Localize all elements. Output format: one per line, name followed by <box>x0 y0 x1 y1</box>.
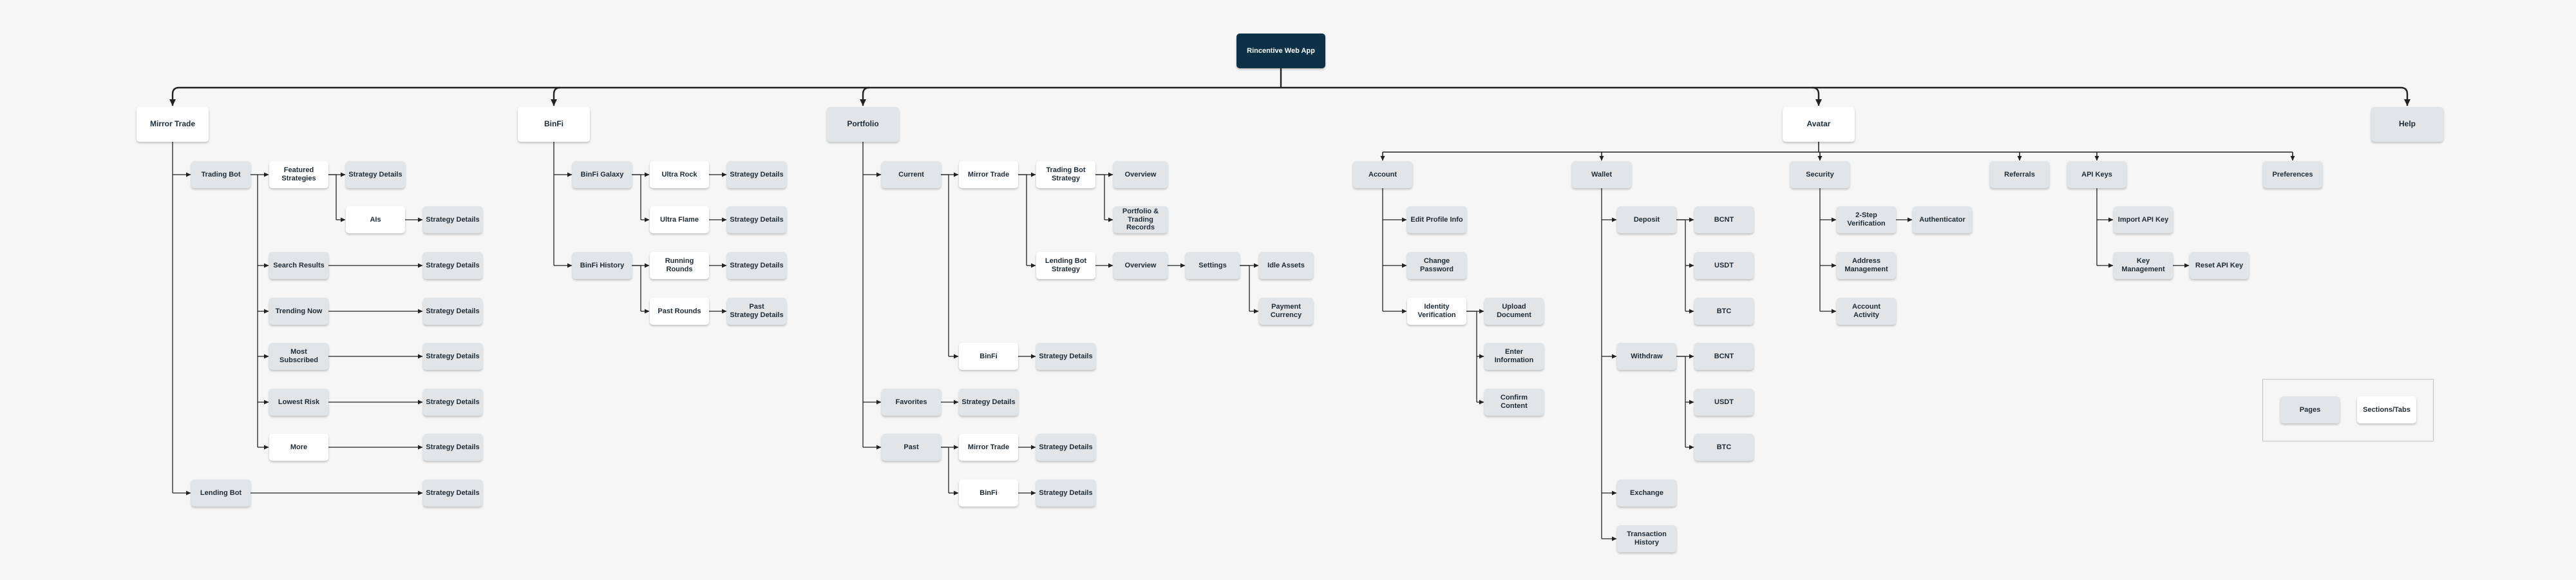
page-reset-api-key[interactable]: Reset API Key <box>2190 252 2249 279</box>
page-strategy-details-most-subscribed[interactable]: Strategy Details <box>423 343 482 370</box>
section-portfolio-mirror-trade[interactable]: Mirror Trade <box>959 161 1018 188</box>
page-authenticator[interactable]: Authenticator <box>1913 206 1972 233</box>
section-identity-verification[interactable]: Identity Verification <box>1407 298 1466 325</box>
page-help[interactable]: Help <box>2371 107 2443 142</box>
page-withdraw-btc[interactable]: BTC <box>1694 434 1754 461</box>
page-binfi-galaxy[interactable]: BinFi Galaxy <box>573 161 632 188</box>
section-featured-strategies[interactable]: Featured Strategies <box>269 161 328 188</box>
page-referrals[interactable]: Referrals <box>1990 161 2049 188</box>
page-confirm-content[interactable]: Confirm Content <box>1484 389 1544 416</box>
page-withdraw-usdt[interactable]: USDT <box>1694 389 1754 416</box>
page-change-password[interactable]: Change Password <box>1407 252 1466 279</box>
page-strategy-details-ultra-flame[interactable]: Strategy Details <box>727 206 786 233</box>
page-strategy-details-lending[interactable]: Strategy Details <box>423 479 482 507</box>
section-past-mirror-trade[interactable]: Mirror Trade <box>959 434 1018 461</box>
page-payment-currency[interactable]: Payment Currency <box>1259 298 1313 325</box>
page-past-strategy-details[interactable]: Past Strategy Details <box>727 298 786 325</box>
page-exchange[interactable]: Exchange <box>1617 479 1676 507</box>
section-ais[interactable]: AIs <box>346 206 405 233</box>
root-node[interactable]: Rincentive Web App <box>1236 34 1325 68</box>
section-mirror-trade[interactable]: Mirror Trade <box>137 107 209 142</box>
section-ultra-flame[interactable]: Ultra Flame <box>650 206 709 233</box>
legend-sections-tabs: Sections/Tabs <box>2357 396 2416 423</box>
page-key-management[interactable]: Key Management <box>2114 252 2173 279</box>
page-account[interactable]: Account <box>1353 161 1412 188</box>
legend-pages: Pages <box>2280 396 2340 423</box>
page-strategy-details-running[interactable]: Strategy Details <box>727 252 786 279</box>
page-strategy-details-past-mirror[interactable]: Strategy Details <box>1036 434 1095 461</box>
page-edit-profile-info[interactable]: Edit Profile Info <box>1407 206 1466 233</box>
page-upload-document[interactable]: Upload Document <box>1484 298 1544 325</box>
page-strategy-details-trending[interactable]: Strategy Details <box>423 298 482 325</box>
page-enter-information[interactable]: Enter Information <box>1484 343 1544 370</box>
page-strategy-details-portfolio-binfi[interactable]: Strategy Details <box>1036 343 1095 370</box>
page-past[interactable]: Past <box>882 434 941 461</box>
connector-5 <box>1812 86 1822 106</box>
page-strategy-details-past-binfi[interactable]: Strategy Details <box>1036 479 1095 507</box>
section-portfolio-binfi[interactable]: BinFi <box>959 343 1018 370</box>
page-strategy-details-featured[interactable]: Strategy Details <box>346 161 405 188</box>
page-deposit-usdt[interactable]: USDT <box>1694 252 1754 279</box>
page-strategy-details-more[interactable]: Strategy Details <box>423 434 482 461</box>
page-wallet[interactable]: Wallet <box>1572 161 1631 188</box>
page-deposit[interactable]: Deposit <box>1617 206 1676 233</box>
page-withdraw-bcnt[interactable]: BCNT <box>1694 343 1754 370</box>
section-ultra-rock[interactable]: Ultra Rock <box>650 161 709 188</box>
section-more[interactable]: More <box>269 434 328 461</box>
page-most-subscribed[interactable]: Most Subscribed <box>269 343 328 370</box>
section-avatar[interactable]: Avatar <box>1783 107 1855 142</box>
page-favorites[interactable]: Favorites <box>882 389 941 416</box>
page-account-activity[interactable]: Account Activity <box>1837 298 1896 325</box>
section-past-rounds[interactable]: Past Rounds <box>650 298 709 325</box>
page-deposit-btc[interactable]: BTC <box>1694 298 1754 325</box>
page-settings[interactable]: Settings <box>1186 252 1240 279</box>
page-address-management[interactable]: Address Management <box>1837 252 1896 279</box>
page-overview-trading[interactable]: Overview <box>1113 161 1168 188</box>
section-running-rounds[interactable]: Running Rounds <box>650 252 709 279</box>
page-portfolio-trading-records[interactable]: Portfolio & Trading Records <box>1113 206 1168 233</box>
page-trending-now[interactable]: Trending Now <box>269 298 328 325</box>
page-strategy-details-lowest-risk[interactable]: Strategy Details <box>423 389 482 416</box>
page-transaction-history[interactable]: Transaction History <box>1617 525 1676 552</box>
page-api-keys[interactable]: API Keys <box>2067 161 2126 188</box>
connector-3 <box>551 86 561 106</box>
page-withdraw[interactable]: Withdraw <box>1617 343 1676 370</box>
section-lending-bot-strategy[interactable]: Lending Bot Strategy <box>1036 252 1095 279</box>
page-strategy-details-search[interactable]: Strategy Details <box>423 252 482 279</box>
page-preferences[interactable]: Preferences <box>2263 161 2322 188</box>
page-import-api-key[interactable]: Import API Key <box>2114 206 2173 233</box>
section-binfi[interactable]: BinFi <box>518 107 590 142</box>
page-trading-bot[interactable]: Trading Bot <box>191 161 251 188</box>
connector-6 <box>2400 86 2410 106</box>
page-portfolio[interactable]: Portfolio <box>827 107 899 142</box>
page-two-step-verification[interactable]: 2-Step Verification <box>1837 206 1896 233</box>
section-past-binfi[interactable]: BinFi <box>959 479 1018 507</box>
section-trading-bot-strategy[interactable]: Trading Bot Strategy <box>1036 161 1095 188</box>
page-strategy-details-ultra-rock[interactable]: Strategy Details <box>727 161 786 188</box>
page-security[interactable]: Security <box>1790 161 1850 188</box>
page-strategy-details-ais[interactable]: Strategy Details <box>423 206 482 233</box>
page-binfi-history[interactable]: BinFi History <box>573 252 632 279</box>
page-lending-bot[interactable]: Lending Bot <box>191 479 251 507</box>
page-idle-assets[interactable]: Idle Assets <box>1259 252 1313 279</box>
page-overview-lending[interactable]: Overview <box>1113 252 1168 279</box>
connector-2 <box>169 86 180 106</box>
page-lowest-risk[interactable]: Lowest Risk <box>269 389 328 416</box>
connector-4 <box>860 86 870 106</box>
page-current[interactable]: Current <box>882 161 941 188</box>
page-search-results[interactable]: Search Results <box>269 252 328 279</box>
page-deposit-bcnt[interactable]: BCNT <box>1694 206 1754 233</box>
page-strategy-details-favorites[interactable]: Strategy Details <box>959 389 1018 416</box>
